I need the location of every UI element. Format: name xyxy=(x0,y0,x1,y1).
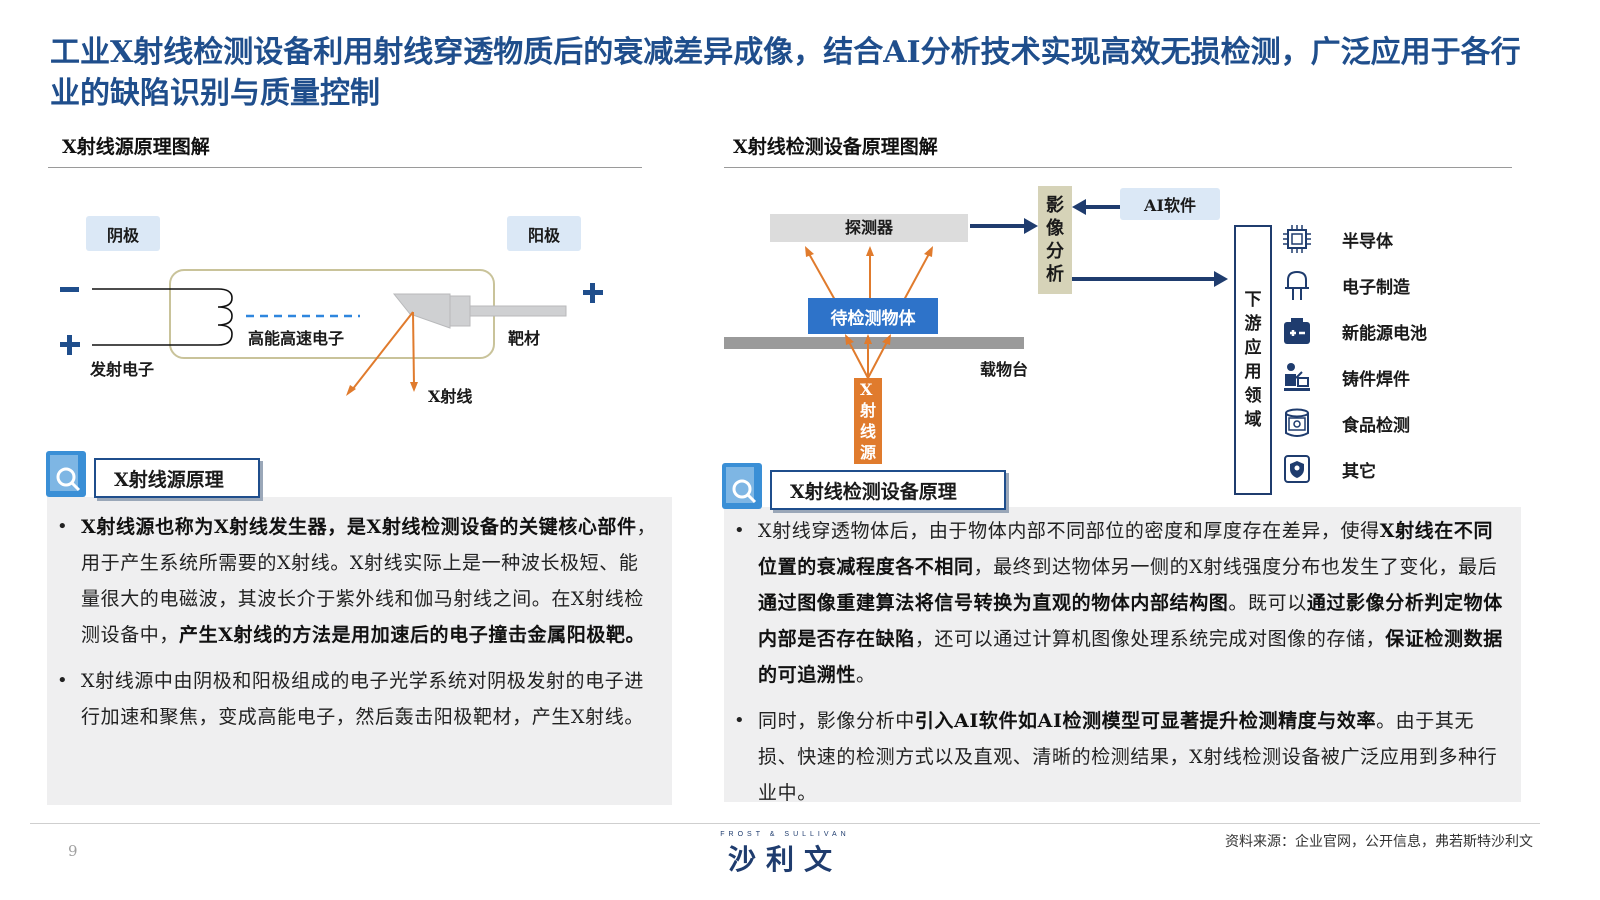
battery-icon xyxy=(1284,318,1310,344)
application-item: 铸件焊件 xyxy=(1280,356,1427,398)
emit-electron-label: 发射电子 xyxy=(90,360,155,379)
source-note: 资料来源：企业官网，公开信息，弗若斯特沙利文 xyxy=(1225,834,1533,850)
brand-logo: 沙利文 xyxy=(727,843,842,876)
detector-label: 探测器 xyxy=(844,218,893,237)
application-label: 食品检测 xyxy=(1342,415,1410,436)
body-text: 。既可以 xyxy=(1228,592,1307,614)
application-label: 新能源电池 xyxy=(1342,323,1427,344)
xray-arrow xyxy=(351,311,414,391)
application-label: 电子制造 xyxy=(1342,277,1410,298)
left-box-title: X射线源原理 xyxy=(94,458,260,498)
emphasis-text: 引入AI软件如AI检测模型可显著提升检测精度与效率 xyxy=(914,710,1377,732)
body-text: 。由于其无损、快速的检测方式以及直观、清晰的检测结果，X射线检测设备被广泛应用到… xyxy=(758,710,1498,804)
vertical-label: 下游应用领域 xyxy=(1244,290,1262,430)
right-bullet-2: 同时，影像分析中引入AI软件如AI检测模型可显著提升检测精度与效率。由于其无损、… xyxy=(734,703,1509,811)
detector-shape xyxy=(770,214,968,242)
inspection-diagram xyxy=(724,199,1228,379)
emphasis-text: X射线源也称为X射线发生器，是X射线检测设备的关键核心部件 xyxy=(81,516,637,538)
right-bullet-1: X射线穿透物体后，由于物体内部不同部位的密度和厚度存在差异，使得X射线在不同位置… xyxy=(734,513,1509,693)
right-text-panel: X射线穿透物体后，由于物体内部不同部位的密度和厚度存在差异，使得X射线在不同位置… xyxy=(724,507,1521,804)
body-text: X射线穿透物体后，由于物体内部不同部位的密度和厚度存在差异，使得 xyxy=(758,520,1380,542)
application-item: 其它 xyxy=(1280,448,1427,490)
chip-icon xyxy=(1283,225,1311,253)
application-item: 电子制造 xyxy=(1280,264,1427,306)
left-section-title: X射线源原理图解 xyxy=(62,136,210,158)
food-can-icon xyxy=(1285,408,1309,437)
anode-target-shape xyxy=(392,293,451,329)
brand-small: FROST & SULLIVAN xyxy=(720,831,850,838)
downstream-box: 下游应用领域 xyxy=(1234,225,1272,495)
minus-terminal-icon xyxy=(60,287,79,292)
book-search-icon xyxy=(46,451,86,497)
page-number: 9 xyxy=(68,842,78,860)
xray-source-diagram xyxy=(60,269,603,396)
image-analysis-box: 影像分析 xyxy=(1038,186,1072,294)
body-text: 。 xyxy=(856,664,876,686)
right-section-title: X射线检测设备原理图解 xyxy=(733,136,938,158)
xray-label: X射线 xyxy=(428,387,473,406)
application-item: 食品检测 xyxy=(1280,402,1427,444)
emphasis-text: 通过影像分析判定物体内部是否存在缺陷 xyxy=(758,592,1503,650)
filament-coil-icon xyxy=(217,288,233,346)
emphasis-text: X射线在不同位置的衰减程度各不相同 xyxy=(758,520,1494,578)
stage-shape xyxy=(724,337,1024,349)
welder-icon xyxy=(1284,363,1310,391)
book-search-icon xyxy=(722,463,762,509)
body-text: ，最终到达物体另一侧的X射线强度分布也发生了变化，最后 xyxy=(973,556,1498,578)
left-section-rule xyxy=(48,167,642,168)
application-label: 半导体 xyxy=(1342,231,1393,252)
emphasis-text: 保证检测数据的可追溯性 xyxy=(758,628,1503,686)
application-item: 半导体 xyxy=(1280,218,1427,260)
shield-icon xyxy=(1284,455,1310,483)
left-bullet-1: X射线源也称为X射线发生器，是X射线检测设备的关键核心部件，用于产生系统所需要的… xyxy=(57,509,658,653)
object-box: 待检测物体 xyxy=(808,298,938,334)
cathode-label: 阴极 xyxy=(86,216,160,251)
ai-software-tag: AI软件 xyxy=(1120,188,1220,220)
high-energy-electron-label: 高能高速电子 xyxy=(248,329,345,348)
body-text: X射线源中由阴极和阳极组成的电子光学系统对阴极发射的电子进行加速和聚焦，变成高能… xyxy=(81,670,644,728)
body-text: ，还可以通过计算机图像处理系统完成对图像的存储， xyxy=(914,628,1386,650)
body-text: ，用于产生系统所需要的X射线。X射线实际上是一种波长极短、能量很大的电磁波，其波… xyxy=(81,516,657,646)
right-section-rule xyxy=(724,167,1512,168)
vertical-label: 影像分析 xyxy=(1046,195,1064,285)
application-list: 半导体 电子制造 新能源电池 铸件焊件 食品检测 其它 xyxy=(1280,218,1427,490)
anode-label: 阳极 xyxy=(507,216,581,251)
body-text: 同时，影像分析中 xyxy=(758,710,915,732)
emphasis-text: 通过图像重建算法将信号转换为直观的物体内部结构图 xyxy=(758,592,1229,614)
emphasis-text: 产生X射线的方法是用加速后的电子撞击金属阳极靶。 xyxy=(179,624,646,646)
application-label: 其它 xyxy=(1342,461,1376,482)
left-bullet-2: X射线源中由阴极和阳极组成的电子光学系统对阴极发射的电子进行加速和聚焦，变成高能… xyxy=(57,663,658,735)
footer-divider xyxy=(30,823,1540,824)
page-headline: 工业X射线检测设备利用射线穿透物质后的衰减差异成像，结合AI分析技术实现高效无损… xyxy=(50,35,1521,111)
application-label: 铸件焊件 xyxy=(1342,369,1410,390)
stage-label: 载物台 xyxy=(980,360,1029,379)
left-text-panel: X射线源也称为X射线发生器，是X射线检测设备的关键核心部件，用于产生系统所需要的… xyxy=(47,497,672,805)
target-label: 靶材 xyxy=(508,329,541,348)
xray-arrow xyxy=(412,311,415,387)
component-icon xyxy=(1285,270,1309,300)
right-box-title: X射线检测设备原理 xyxy=(770,470,1006,510)
application-item: 新能源电池 xyxy=(1280,310,1427,352)
